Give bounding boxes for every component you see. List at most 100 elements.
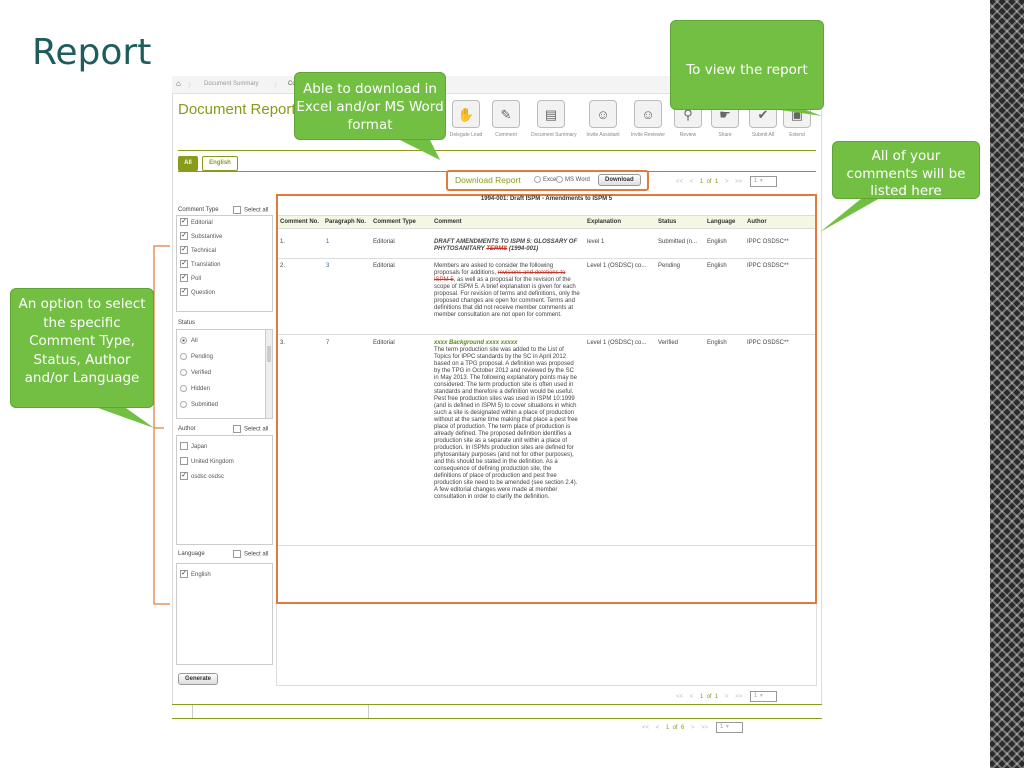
page-select[interactable]: 1 ▼ [749, 691, 777, 702]
tab-all[interactable]: All [178, 156, 198, 171]
cell-status: Pending [658, 263, 681, 269]
author-item[interactable]: United Kingdom [177, 455, 272, 470]
pager-prev[interactable]: < [689, 694, 694, 701]
cell-type: Editorial [373, 239, 395, 245]
status-item[interactable]: Hidden [177, 382, 272, 398]
comments-callout-tail [820, 198, 880, 232]
cell-explanation: Level 1 (OSDSC) co... [587, 340, 647, 346]
checkbox[interactable] [233, 550, 241, 558]
status-scrollbar[interactable] [265, 330, 272, 418]
chevron-down-icon: ▼ [724, 724, 730, 730]
pager-first[interactable]: << [642, 725, 650, 732]
ms-word-radio[interactable] [556, 176, 563, 183]
checkbox-checked[interactable]: ✓ [180, 246, 188, 255]
comment-type-item[interactable]: ✓Technical [180, 246, 217, 255]
select-all-language[interactable]: Select all [233, 550, 268, 558]
cell-para-link[interactable]: 7 [326, 340, 330, 346]
status-item[interactable]: All [177, 334, 272, 350]
row-divider [278, 545, 815, 546]
cell-status: Submitted (n... [658, 239, 698, 245]
view-callout-tail [780, 110, 822, 116]
radio[interactable] [180, 352, 187, 360]
checkbox[interactable] [233, 206, 241, 214]
tab-english[interactable]: English [202, 156, 238, 171]
radio[interactable] [180, 384, 187, 392]
row-divider [278, 258, 815, 259]
checkbox[interactable] [233, 425, 241, 433]
author-item[interactable]: ✓osdsc osdsc [180, 472, 225, 481]
cell-explanation: Level 1 (OSDSC) co... [587, 263, 647, 269]
select-all-comment-type[interactable]: Select all [233, 206, 268, 214]
radio[interactable] [180, 368, 187, 376]
status-item[interactable]: Submitted [177, 398, 272, 414]
download-button[interactable]: Download [598, 174, 641, 186]
status-item[interactable]: Verified [177, 366, 272, 382]
radio[interactable] [180, 400, 187, 408]
checkbox[interactable] [180, 442, 188, 451]
checkbox-checked[interactable]: ✓ [180, 472, 188, 481]
checkbox[interactable] [180, 457, 188, 466]
invite-reviewer-button[interactable]: ☺Invite Reviewer [628, 100, 668, 138]
download-report-bar: Download Report Excel MS Word Download [448, 171, 648, 190]
invite-reviewer-icon: ☺ [634, 100, 662, 128]
home-icon[interactable]: ⌂ [176, 79, 181, 88]
checkbox-checked[interactable]: ✓ [180, 260, 188, 269]
filters-bracket [153, 245, 170, 605]
checkbox-checked[interactable]: ✓ [180, 232, 188, 241]
pager-next[interactable]: > [724, 179, 729, 186]
col-comment-no: Comment No. [280, 219, 319, 225]
pager-first[interactable]: << [676, 179, 684, 186]
checkbox-checked[interactable]: ✓ [180, 570, 188, 579]
language-item[interactable]: ✓English [180, 570, 211, 579]
cell-no: 1. [280, 239, 286, 245]
author-title: Author [178, 426, 196, 432]
download-report-label: Download Report [455, 175, 521, 185]
comment-type-item[interactable]: ✓Editorial [180, 218, 213, 227]
comment-button[interactable]: ✎Comment [486, 100, 526, 138]
comment-type-item[interactable]: ✓Translation [180, 260, 221, 269]
invite-assistant-button[interactable]: ☺Invite Assistant [583, 100, 623, 138]
radio-selected[interactable] [180, 336, 187, 344]
col-status: Status [658, 219, 677, 225]
comment-type-title: Comment Type [178, 207, 219, 213]
pager-last[interactable]: >> [701, 725, 709, 732]
delegate-lead-button[interactable]: ✋Delegate Lead [446, 100, 486, 138]
pager-prev[interactable]: < [655, 725, 660, 732]
row-divider [278, 334, 815, 335]
cell-language: English [707, 340, 727, 346]
document-summary-button[interactable]: ▤Document Summary [531, 100, 577, 138]
pager-results: << < 1 of 1 > >> 1 ▼ [676, 691, 777, 702]
callout-download: Able to download in Excel and/or MS Word… [294, 72, 446, 140]
select-all-author[interactable]: Select all [233, 425, 268, 433]
status-title: Status [178, 320, 196, 326]
comment-type-item[interactable]: ✓Substantive [180, 232, 223, 241]
checkbox-checked[interactable]: ✓ [180, 288, 188, 297]
breadcrumb-item[interactable]: Document Summary [204, 81, 259, 87]
pager-last[interactable]: >> [735, 694, 743, 701]
chevron-down-icon: ▼ [758, 693, 764, 699]
pager-next[interactable]: > [690, 725, 695, 732]
breadcrumb-item[interactable]: Co [288, 81, 296, 87]
generate-button[interactable]: Generate [178, 673, 219, 685]
page-select[interactable]: 1 ▼ [749, 176, 777, 187]
comment-type-item[interactable]: ✓Question [180, 288, 216, 297]
pager-next[interactable]: > [724, 694, 729, 701]
download-highlight-box [446, 170, 649, 191]
cell-para-link[interactable]: 1 [326, 239, 330, 245]
page-select[interactable]: 1 ▼ [715, 722, 743, 733]
cell-language: English [707, 263, 727, 269]
col-explanation: Explanation [587, 219, 622, 225]
cell-para-link[interactable]: 3 [326, 263, 330, 269]
cell-type: Editorial [373, 263, 395, 269]
pager-first[interactable]: << [676, 694, 684, 701]
excel-radio[interactable] [534, 176, 541, 183]
author-item[interactable]: Japan [177, 440, 272, 455]
comment-type-item[interactable]: ✓Poll [180, 274, 202, 283]
pager-prev[interactable]: < [689, 179, 694, 186]
pager-last[interactable]: >> [735, 179, 743, 186]
status-item[interactable]: Pending [177, 350, 272, 366]
checkbox-checked[interactable]: ✓ [180, 218, 188, 227]
checkbox-checked[interactable]: ✓ [180, 274, 188, 283]
comment-icon: ✎ [492, 100, 520, 128]
